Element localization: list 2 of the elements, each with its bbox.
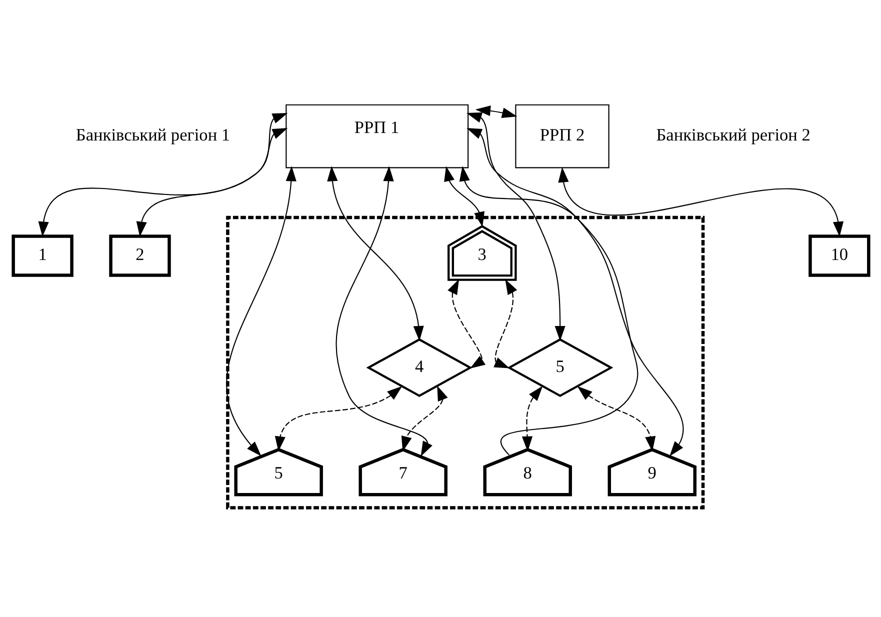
label: Банківський регіон 1 [75,125,230,144]
label: Банківський регіон 2 [656,125,810,144]
